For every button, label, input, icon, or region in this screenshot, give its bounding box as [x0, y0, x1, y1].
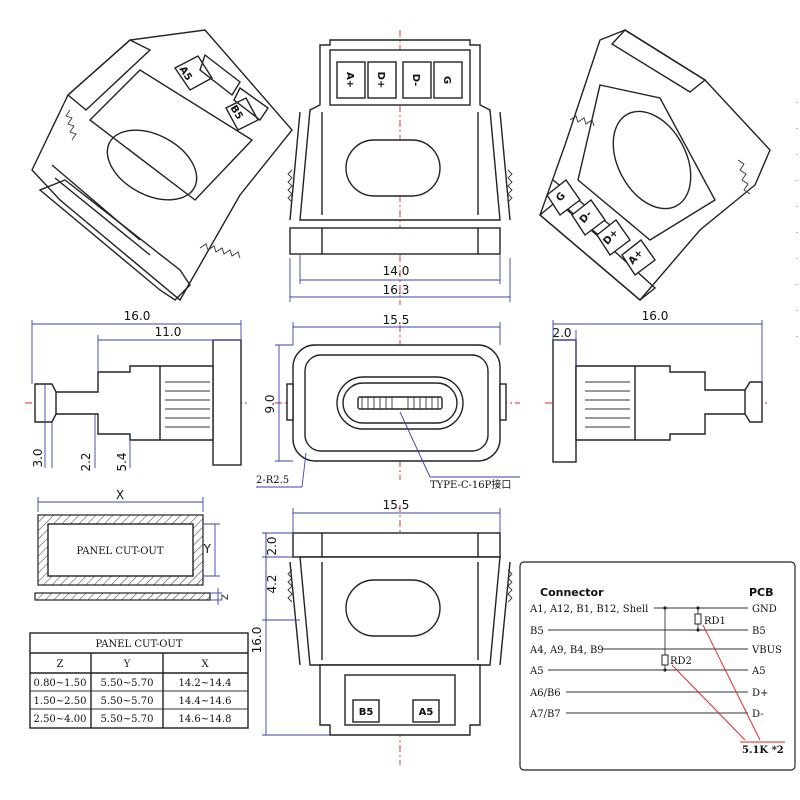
panel-dim-x: X — [116, 488, 124, 502]
table-cell: 2.50~4.00 — [34, 714, 87, 725]
side-left-dim-body: 11.0 — [155, 325, 182, 339]
edge-mark: · — [795, 229, 798, 237]
resistor-rd2 — [661, 654, 669, 666]
panel-cutout-label: PANEL CUT-OUT — [76, 546, 163, 557]
table-cell: 14.6~14.8 — [179, 714, 232, 725]
bottom-dim-4-2: 4.2 — [265, 574, 279, 593]
table-cell: 5.50~5.70 — [101, 678, 154, 689]
table-header-y: Y — [123, 659, 131, 670]
edge-mark: · — [795, 99, 798, 107]
side-right-dim-length: 16.0 — [642, 309, 669, 323]
schematic-right-label: D- — [752, 709, 764, 720]
table-header-z: Z — [57, 659, 64, 670]
schematic-connector-title: Connector — [540, 586, 604, 599]
panel-dim-y: Y — [203, 542, 212, 556]
bottom-view: 15.5 B5 A5 2.0 4.2 16.0 — [250, 498, 513, 765]
schematic-left-label: B5 — [530, 626, 544, 637]
side-right-dim-flange: 2.0 — [552, 326, 571, 340]
edge-mark: · — [795, 177, 798, 185]
schematic-left-label: A5 — [529, 666, 544, 677]
top-view: A+ D+ D- G 14.0 16.3 — [287, 30, 513, 305]
edge-mark: · — [795, 203, 798, 211]
panel-cutout-table: PANEL CUT-OUT Z Y X 0.80~1.50 5.50~5.70 … — [29, 632, 249, 729]
top-dim-width: 14.0 — [383, 264, 410, 278]
front-dim-height: 9.0 — [263, 394, 277, 413]
panel-dim-z: Z — [221, 594, 231, 600]
top-pin-a-plus: A+ — [344, 72, 355, 88]
edge-mark: · — [795, 307, 798, 315]
side-left-dim-length: 16.0 — [124, 309, 151, 323]
schematic-box: Connector PCB A1, A12, B1, B12, Shell B5… — [519, 561, 796, 771]
front-view: 15.5 9.0 2-R2.5 TYPE-C-16P接口 — [256, 313, 520, 491]
table-cell: 5.50~5.70 — [101, 714, 154, 725]
schematic-left-label: A7/B7 — [529, 709, 561, 720]
side-left-view: 16.0 11.0 3.0 2.2 5.4 — [25, 309, 250, 472]
bottom-pin-a5: A5 — [419, 707, 434, 718]
edge-mark: · — [795, 255, 798, 263]
edge-mark: · — [795, 151, 798, 159]
schematic-right-label: GND — [752, 604, 777, 615]
iso-left-view: A5 B5 — [31, 29, 293, 302]
table-title: PANEL CUT-OUT — [95, 639, 182, 650]
side-left-dim-3: 3.0 — [31, 448, 45, 467]
resistor-rd1-label: RD1 — [704, 616, 726, 627]
top-pin-d-minus: D- — [410, 74, 421, 87]
resistor-rd1 — [694, 613, 702, 625]
schematic-left-label: A1, A12, B1, B12, Shell — [529, 604, 648, 615]
table-cell: 0.80~1.50 — [34, 678, 87, 689]
front-part-label: TYPE-C-16P接口 — [430, 478, 511, 491]
schematic-pcb-title: PCB — [749, 586, 774, 599]
schematic-left-label: A4, A9, B4, B9 — [529, 645, 604, 656]
table-cell: 1.50~2.50 — [34, 696, 87, 707]
side-right-view: 2.0 16.0 — [545, 309, 770, 463]
side-left-dim-5-4: 5.4 — [115, 452, 129, 471]
schematic-right-label: D+ — [752, 688, 768, 699]
edge-marks: · · · · · · · · · · — [796, 90, 798, 350]
side-left-dim-2-2: 2.2 — [79, 452, 93, 471]
schematic-note: 5.1K *2 — [742, 745, 784, 756]
front-dim-width: 15.5 — [383, 313, 410, 327]
front-radius-label: 2-R2.5 — [256, 475, 289, 486]
bottom-dim-length: 16.0 — [250, 627, 264, 654]
panel-cutout-diagram: X PANEL CUT-OUT Y Z — [34, 488, 231, 605]
resistor-rd2-label: RD2 — [670, 656, 692, 667]
edge-mark: · — [795, 333, 798, 341]
schematic-left-label: A6/B6 — [529, 688, 561, 699]
edge-mark: · — [795, 281, 798, 289]
table-cell: 14.4~14.6 — [179, 696, 232, 707]
table-cell: 5.50~5.70 — [101, 696, 154, 707]
bottom-pin-b5: B5 — [359, 707, 374, 718]
bottom-dim-flange: 2.0 — [265, 536, 279, 555]
schematic-right-label: A5 — [751, 666, 766, 677]
top-dim-overall: 16.3 — [383, 283, 410, 297]
iso-right-view: G D- D+ A+ — [538, 29, 771, 301]
top-pin-g: G — [441, 76, 452, 84]
table-cell: 14.2~14.4 — [179, 678, 232, 689]
table-header-x: X — [201, 659, 209, 670]
schematic-right-label: VBUS — [751, 645, 782, 656]
bottom-dim-width: 15.5 — [383, 498, 410, 512]
top-pin-d-plus: D+ — [375, 72, 386, 89]
edge-mark: · — [795, 125, 798, 133]
schematic-right-label: B5 — [752, 626, 766, 637]
